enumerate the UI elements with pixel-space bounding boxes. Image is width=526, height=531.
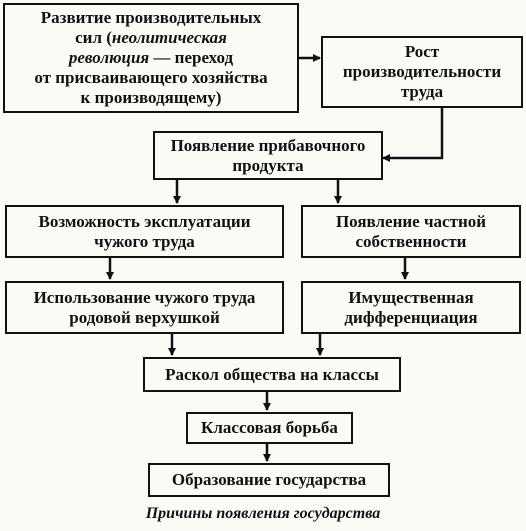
tribal-label: Использование чужого труда родовой верху…	[33, 287, 256, 327]
growth-label: Рост производительности труда	[342, 42, 502, 101]
box-exploitation: Возможность эксплуатации чужого труда	[5, 205, 284, 258]
box-property-differentiation: Имущественная дифференциация	[301, 281, 521, 334]
box-class-split: Раскол общества на классы	[143, 357, 401, 392]
box-private-property: Появление частной собственности	[301, 205, 521, 258]
surplus-label: Появление прибавочного продукта	[170, 135, 366, 175]
dev-line3-post: — переход	[149, 48, 234, 67]
box-productive-forces: Развитие производительных сил (неолитиче…	[3, 3, 299, 113]
dev-line2-italic: неолитическая	[111, 28, 227, 47]
box-tribal-elite: Использование чужого труда родовой верху…	[5, 281, 284, 334]
private-label: Появление частной собственности	[335, 211, 487, 251]
state-label: Образование государства	[171, 470, 367, 489]
dev-line5: к производящему)	[80, 88, 222, 107]
classes-label: Раскол общества на классы	[165, 364, 379, 384]
struggle-label: Классовая борьба	[201, 418, 338, 437]
figure-caption: Причины появления государства	[145, 505, 381, 522]
dev-line4: от присваивающего хозяйства	[34, 68, 268, 87]
dev-line1: Развитие производительных	[40, 8, 262, 27]
exploit-label: Возможность эксплуатации чужого труда	[38, 211, 251, 251]
dev-line2-pre: сил (	[75, 28, 112, 47]
dev-line3-italic: революция	[68, 48, 150, 67]
arrow-growth-to-surplus	[382, 108, 444, 162]
differ-label: Имущественная дифференциация	[344, 287, 478, 327]
box-productivity-growth: Рост производительности труда	[321, 36, 523, 108]
box-surplus-product: Появление прибавочного продукта	[153, 131, 383, 180]
box-state-formation: Образование государства	[148, 463, 390, 497]
box-class-struggle: Классовая борьба	[186, 412, 353, 444]
